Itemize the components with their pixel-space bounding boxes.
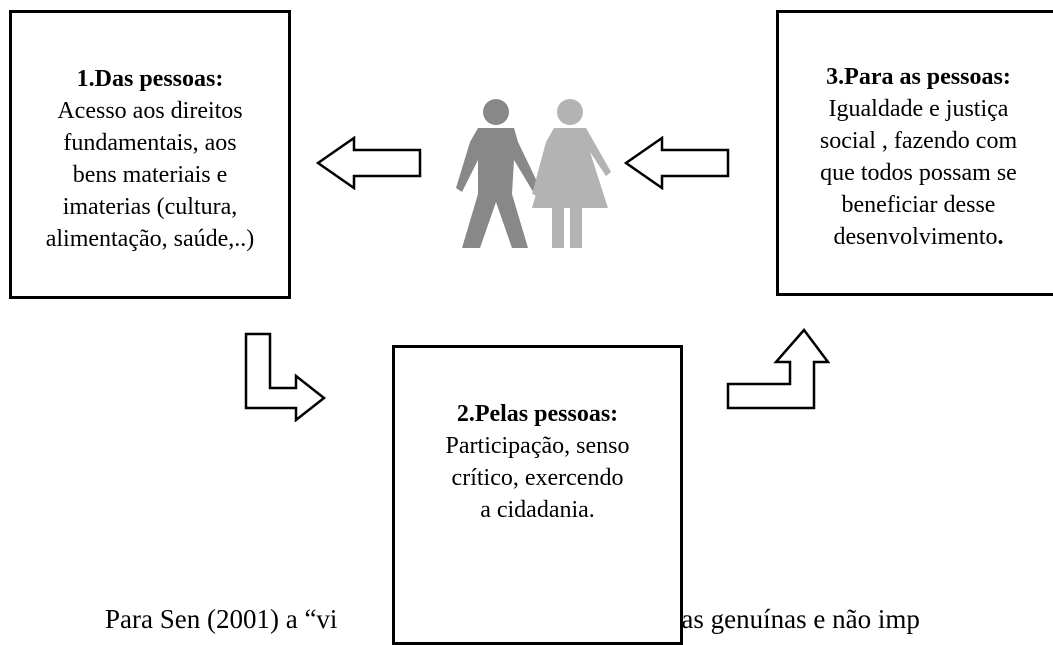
box-para-as-pessoas-line: que todos possam se xyxy=(820,160,1017,186)
box-pelas-pessoas: 2.Pelas pessoas: Participação, senso crí… xyxy=(392,345,683,645)
box-das-pessoas-line: Acesso aos direitos xyxy=(57,98,243,124)
man-figure xyxy=(456,99,544,248)
box-para-as-pessoas-title: 3.Para as pessoas: xyxy=(826,64,1011,90)
box-das-pessoas-line: bens materiais e xyxy=(72,162,228,188)
footer-text-left: Para Sen (2001) a “vi xyxy=(105,604,338,634)
box-para-as-pessoas-line: beneficiar desse xyxy=(841,192,996,218)
box-para-as-pessoas-period: . xyxy=(997,224,1004,250)
box-das-pessoas: 1.Das pessoas: Acesso aos direitos funda… xyxy=(9,10,291,299)
box-pelas-pessoas-line: crítico, exercendo xyxy=(451,465,624,491)
box-das-pessoas-line: fundamentais, aos xyxy=(63,130,237,156)
box-das-pessoas-line: imaterias (cultura, xyxy=(62,194,238,220)
bent-arrow-up-right-icon xyxy=(726,328,830,410)
box-pelas-pessoas-line: a cidadania. xyxy=(480,497,595,523)
bent-arrow-down-right-icon xyxy=(244,332,327,422)
box-pelas-pessoas-title: 2.Pelas pessoas: xyxy=(456,401,619,427)
left-arrow-icon xyxy=(316,136,422,190)
box-para-as-pessoas-last-line: desenvolvimento. xyxy=(779,221,1053,253)
box-para-as-pessoas-line: Igualdade e justiça xyxy=(828,96,1009,122)
box-para-as-pessoas: 3.Para as pessoas: Igualdade e justiça s… xyxy=(776,10,1053,296)
box-para-as-pessoas-line: desenvolvimento xyxy=(833,224,998,250)
box-das-pessoas-title: 1.Das pessoas: xyxy=(76,66,224,92)
box-pelas-pessoas-line: Participação, senso xyxy=(445,433,630,459)
left-arrow-icon xyxy=(624,136,730,190)
woman-figure xyxy=(532,99,611,248)
box-para-as-pessoas-line: social , fazendo com xyxy=(819,128,1018,154)
box-das-pessoas-line: alimentação, saúde,..) xyxy=(45,226,255,252)
man-and-woman-holding-hands-icon xyxy=(456,99,611,248)
